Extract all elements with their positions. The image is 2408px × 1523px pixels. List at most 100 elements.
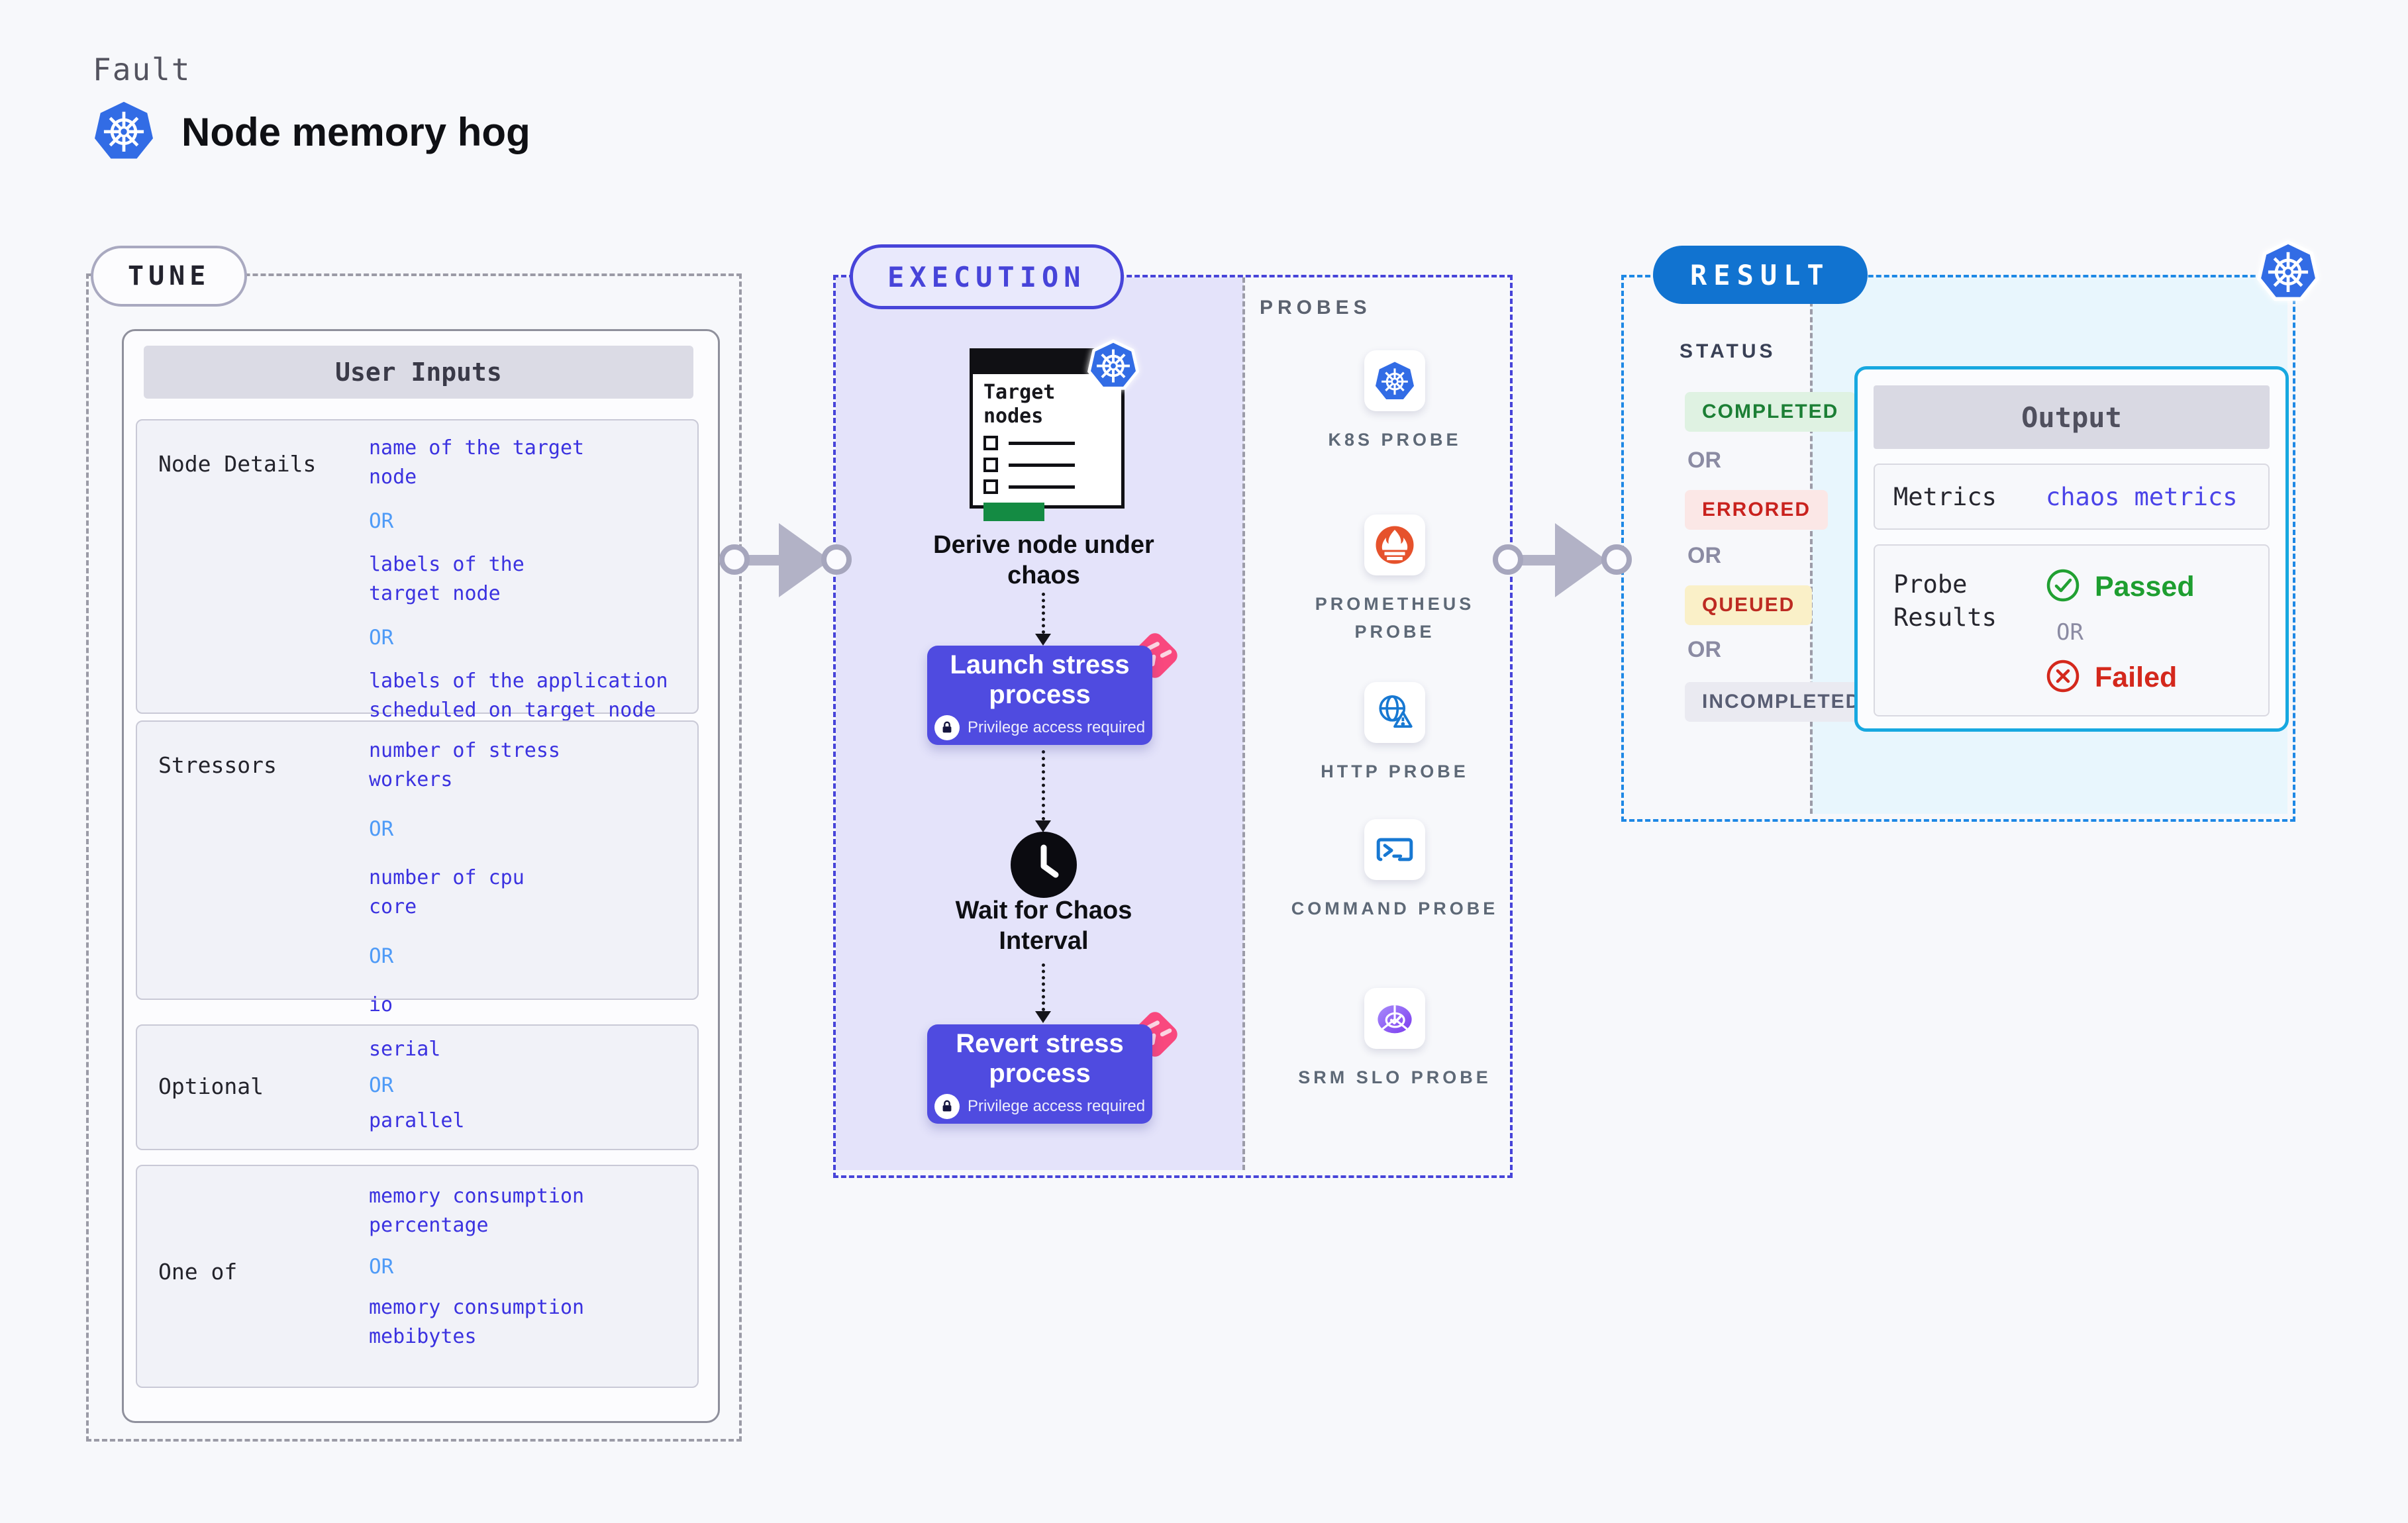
green-button-shape <box>983 503 1044 521</box>
result-divider <box>1810 277 1813 814</box>
output-header: Output <box>1874 385 2270 449</box>
privilege-text: Privilege access required <box>967 1097 1146 1115</box>
x-circle-icon <box>2046 659 2080 697</box>
flow-arrowhead <box>1035 634 1051 646</box>
probe-item-prometheus: PROMETHEUS PROBE <box>1276 515 1514 646</box>
target-node-row <box>983 479 1111 494</box>
row-label: One of <box>158 1259 238 1285</box>
metrics-value: chaos metrics <box>2046 482 2238 511</box>
node-line <box>1009 441 1075 445</box>
arrow-start-node <box>1493 544 1523 575</box>
status-title: STATUS <box>1680 340 1776 362</box>
arrow-end-node <box>821 544 852 575</box>
probe-item-srm-slo: SRM SLO PROBE <box>1276 988 1514 1091</box>
or-separator: OR <box>369 1073 394 1097</box>
step-title: Revert stress process <box>956 1029 1124 1088</box>
passed-label: Passed <box>2095 571 2195 603</box>
wait-chaos-interval-label: Wait for Chaos Interval <box>955 897 1132 955</box>
checkbox-icon <box>983 436 998 450</box>
lock-icon <box>934 715 960 740</box>
result-badge: RESULT <box>1653 246 1868 304</box>
kubernetes-icon <box>1087 339 1140 394</box>
probes-divider <box>1242 277 1245 1170</box>
http-probe-icon <box>1364 682 1425 743</box>
failed-result: Failed <box>2046 659 2195 697</box>
row-option: name of the target node <box>369 436 585 489</box>
lock-icon <box>934 1094 960 1119</box>
row-option: number of cpu core <box>369 866 525 918</box>
tune-badge: TUNE <box>91 246 248 307</box>
flow-connector <box>1042 593 1045 634</box>
probe-label: K8S PROBE <box>1328 430 1462 450</box>
probes-title: PROBES <box>1260 297 1372 319</box>
fault-eyebrow: Fault <box>93 52 191 87</box>
or-separator: OR <box>369 626 394 650</box>
execution-badge: EXECUTION <box>850 244 1124 309</box>
or-separator: OR <box>369 1255 394 1279</box>
revert-stress-process-step: Revert stress process Privilege access r… <box>927 1024 1152 1124</box>
target-node-row <box>983 458 1111 472</box>
or-separator: OR <box>369 509 394 533</box>
probe-item-command: COMMAND PROBE <box>1276 819 1514 922</box>
flow-connector <box>1042 750 1045 820</box>
row-option: serial <box>369 1038 441 1061</box>
row-one-of: One of memory consumption percentage OR … <box>136 1165 699 1388</box>
row-option: number of stress workers <box>369 739 560 791</box>
row-node-details: Node Details name of the target node OR … <box>136 419 699 722</box>
row-option: io <box>369 993 393 1016</box>
arrow-end-node <box>1601 544 1632 575</box>
row-option: memory consumption mebibytes <box>369 1296 585 1348</box>
row-label: Optional <box>158 1073 264 1099</box>
page-title: Node memory hog <box>93 99 530 165</box>
kubernetes-icon <box>2256 240 2320 305</box>
tune-section-box <box>86 273 742 1442</box>
probe-results-label: Probe Results <box>1893 570 1997 632</box>
node-line <box>1009 463 1075 467</box>
probe-label: HTTP PROBE <box>1321 762 1469 781</box>
srm-slo-icon <box>1364 988 1425 1049</box>
flow-arrowhead <box>1035 1011 1051 1023</box>
kubernetes-icon <box>1364 350 1425 411</box>
privilege-note: Privilege access required <box>934 715 1145 740</box>
passed-result: Passed <box>2046 568 2195 606</box>
step-title: Launch stress process <box>950 650 1130 709</box>
derive-node-label: Derive node under chaos <box>933 531 1154 589</box>
arrow-head <box>1555 523 1607 597</box>
status-badge-incompleted: INCOMPLETED <box>1685 682 1879 722</box>
probe-item-http: HTTP PROBE <box>1276 682 1514 785</box>
status-badge-queued: QUEUED <box>1685 585 1813 625</box>
flow-arrowhead <box>1035 820 1051 832</box>
or-separator: OR <box>369 944 394 968</box>
probe-label: PROMETHEUS PROBE <box>1315 594 1475 642</box>
row-label: Node Details <box>158 451 317 477</box>
or-separator: OR <box>1687 448 1721 473</box>
or-separator: OR <box>369 817 394 841</box>
probe-results-row: Probe Results Passed OR <box>1874 544 2270 716</box>
metrics-label: Metrics <box>1893 482 1997 511</box>
metrics-row: Metrics chaos metrics <box>1874 464 2270 530</box>
checkbox-icon <box>983 458 998 472</box>
prometheus-icon <box>1364 515 1425 575</box>
privilege-text: Privilege access required <box>967 718 1146 736</box>
or-separator: OR <box>1687 543 1721 568</box>
probe-item-k8s: K8S PROBE <box>1276 350 1514 454</box>
user-inputs-header: User Inputs <box>144 346 693 399</box>
row-option: parallel <box>369 1109 465 1132</box>
status-badge-errored: ERRORED <box>1685 490 1829 530</box>
privilege-note: Privilege access required <box>934 1094 1145 1119</box>
arrow-start-node <box>719 544 750 575</box>
node-line <box>1009 485 1075 489</box>
kubernetes-icon <box>93 99 155 165</box>
flow-connector <box>1042 963 1045 1011</box>
or-separator: OR <box>1687 637 1721 662</box>
check-circle-icon <box>2046 568 2080 606</box>
output-panel: Output Metrics chaos metrics Probe Resul… <box>1854 366 2289 732</box>
row-stressors: Stressors number of stress workers OR nu… <box>136 720 699 1016</box>
target-card-title: Target nodes <box>983 381 1056 428</box>
fault-title: Node memory hog <box>181 110 530 154</box>
row-optional: Optional serial OR parallel <box>136 1024 699 1150</box>
or-separator: OR <box>2056 619 2083 646</box>
status-badge-completed: COMPLETED <box>1685 392 1856 432</box>
clock-icon <box>1011 832 1077 898</box>
launch-stress-process-step: Launch stress process Privilege access r… <box>927 646 1152 745</box>
